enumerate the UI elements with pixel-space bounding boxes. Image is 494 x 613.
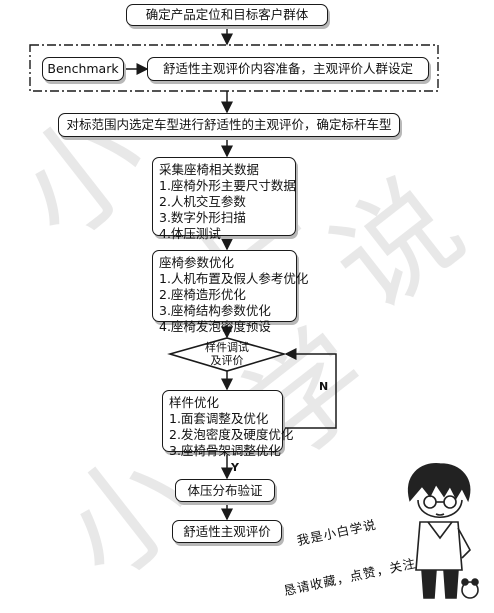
decision-diamond [167, 337, 287, 372]
step-product-positioning: 确定产品定位和目标客户群体 [126, 4, 328, 26]
benchmark-text: Benchmark [47, 61, 119, 76]
seat-optimize-box: 座椅参数优化 1.人机布置及假人参考优化 2.座椅造形优化 3.座椅结构参数优化… [152, 250, 309, 334]
decision-label-line: 及评价 [210, 354, 244, 367]
collect-item: 1.座椅外形主要尺寸数据 [159, 178, 296, 193]
final-evaluation-box: 舒适性主观评价 [172, 520, 282, 543]
step-benchmark-evaluation: 对标范围内选定车型进行舒适性的主观评价，确定标杆车型 [58, 113, 400, 137]
sample-optimize-box: 样件优化 1.面套调整及优化 2.发泡密度及硬度优化 3.座椅骨架调整优化 [162, 390, 294, 458]
optimize-item: 1.人机布置及假人参考优化 [159, 271, 309, 286]
sample-item: 1.面套调整及优化 [169, 411, 269, 426]
arrow-no-loop [283, 348, 337, 429]
prep-text: 舒适性主观评价内容准备，主观评价人群设定 [162, 61, 413, 76]
optimize-title: 座椅参数优化 [159, 255, 235, 270]
collect-data-box: 采集座椅相关数据 1.座椅外形主要尺寸数据 2.人机交互参数 3.数字外形扫描 … [152, 157, 296, 241]
sample-item: 2.发泡密度及硬度优化 [169, 427, 294, 442]
collect-item: 2.人机交互参数 [159, 194, 246, 209]
yes-label: Y [231, 461, 239, 474]
benchmark-group-frame [29, 44, 439, 92]
final-evaluation-text: 舒适性主观评价 [183, 523, 271, 539]
optimize-item: 4.座椅发泡密度预设 [159, 319, 271, 334]
decision-label-line: 样件调试 [205, 341, 249, 354]
pressure-verify-text: 体压分布验证 [187, 482, 263, 498]
optimize-item: 3.座椅结构参数优化 [159, 303, 271, 318]
pressure-verify-box: 体压分布验证 [175, 479, 275, 502]
benchmark-box: Benchmark [42, 57, 124, 81]
no-label: N [319, 380, 329, 393]
collect-title: 采集座椅相关数据 [159, 162, 260, 177]
step-product-positioning-text: 确定产品定位和目标客户群体 [145, 7, 309, 22]
collect-item: 4.体压测试 [159, 226, 221, 241]
mascot-illustration [407, 463, 479, 599]
decision-label: 样件调试 及评价 [195, 341, 259, 367]
prep-box: 舒适性主观评价内容准备，主观评价人群设定 [147, 57, 429, 81]
optimize-item: 2.座椅造形优化 [159, 287, 246, 302]
collect-item: 3.数字外形扫描 [159, 210, 246, 225]
sample-title: 样件优化 [169, 395, 220, 410]
step-benchmark-evaluation-text: 对标范围内选定车型进行舒适性的主观评价，确定标杆车型 [66, 117, 392, 132]
sample-item: 3.座椅骨架调整优化 [169, 443, 281, 458]
